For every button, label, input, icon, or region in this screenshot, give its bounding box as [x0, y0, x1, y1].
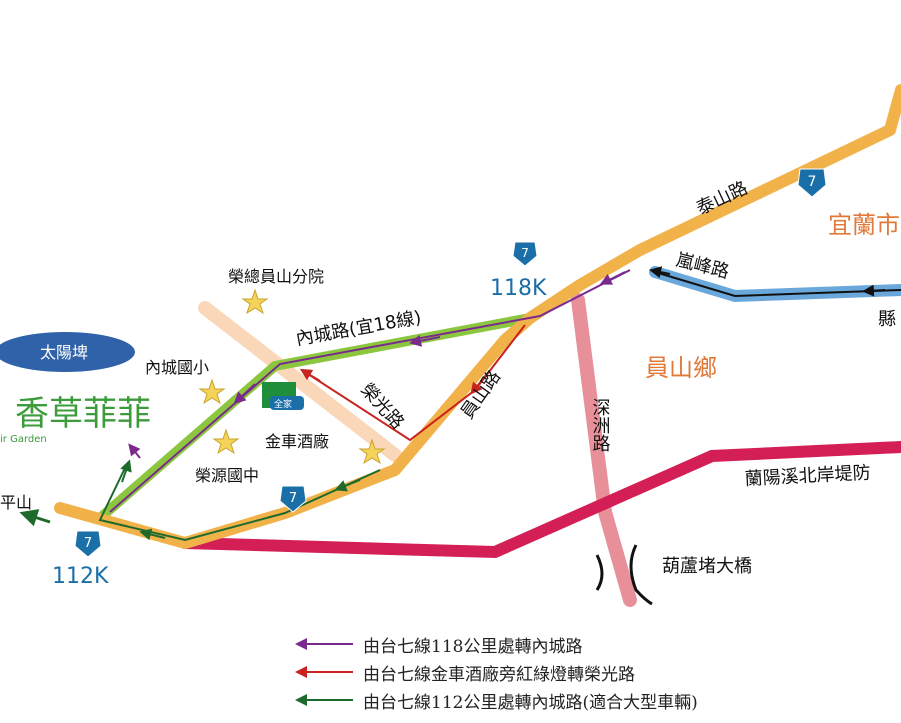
hospital-label: 榮總員山分院 — [228, 267, 324, 286]
legend-label-purple: 由台七線118公里處轉內城路 — [363, 636, 583, 657]
purple-arrow-1 — [599, 271, 626, 285]
marker-118k-label: 118K — [490, 276, 547, 301]
winery-star-icon — [358, 438, 386, 465]
rongyuan-junior-high-label: 榮源國中 — [195, 466, 259, 485]
red-route — [304, 324, 526, 442]
school-star-icon — [198, 378, 226, 405]
marker-112k-label: 112K — [52, 564, 109, 589]
bridge-label: 葫蘆堵大橋 — [662, 556, 752, 577]
svg-text:7: 7 — [84, 536, 92, 551]
svg-text:7: 7 — [808, 174, 817, 190]
route-7-marker-ne: 7 — [797, 168, 827, 198]
legend-label-green: 由台七線112公里處轉內城路(適合大型車輛) — [363, 692, 698, 713]
hospital-star-icon — [241, 288, 269, 315]
legend-label-red: 由台七線金車酒廠旁紅綠燈轉榮光路 — [363, 664, 635, 685]
red-arrow-1 — [470, 374, 487, 395]
pingshan-arrow — [19, 509, 51, 527]
purple-arrow-3 — [233, 383, 256, 405]
bridge-bracket-left — [595, 554, 604, 591]
lanyang-levee-label: 蘭陽溪北岸堤防 — [744, 462, 871, 490]
red-line-icon — [295, 666, 353, 678]
levee-road — [179, 441, 901, 559]
junior-high-star-icon — [212, 428, 240, 455]
hospital-access-road — [198, 301, 402, 462]
bridge-bracket-right — [629, 544, 653, 606]
county-partial-label: 縣 — [878, 309, 896, 330]
green-line-icon — [295, 694, 353, 706]
familymart-badge-blue — [270, 396, 304, 410]
svg-text:7: 7 — [289, 491, 297, 506]
winery-label: 金車酒廠 — [265, 432, 329, 451]
svg-text:7: 7 — [521, 246, 529, 260]
red-arrow-2 — [299, 368, 321, 382]
green-route — [98, 467, 381, 542]
green-arrow-1 — [334, 479, 361, 492]
lanfeng-arrow-2 — [862, 284, 886, 297]
shenzhou-road — [571, 293, 637, 607]
herb-garden-sub: ir Garden — [0, 434, 47, 445]
provincial-highway-7 — [54, 84, 901, 549]
taiyangpi-label: 太陽埤 — [40, 343, 88, 362]
shenzhou-road-label: 深洲路 — [590, 398, 611, 452]
route-legend: 由台七線118公里處轉內城路 由台七線金車酒廠旁紅綠燈轉榮光路 由台七線112公… — [295, 630, 895, 714]
lanfeng-arrow-1 — [649, 266, 671, 279]
purple-line-icon — [295, 638, 353, 650]
legend-item-green: 由台七線112公里處轉內城路(適合大型車輛) — [295, 686, 895, 714]
legend-item-red: 由台七線金車酒廠旁紅綠燈轉榮光路 — [295, 658, 895, 686]
purple-arrow-2 — [409, 334, 441, 347]
green-arrow-2 — [139, 528, 166, 541]
route-7-marker-118k: 7 — [512, 241, 538, 267]
green-arrow-3 — [120, 459, 132, 483]
pingshan-label: 平山 — [0, 493, 32, 512]
taiyangpi-lake — [0, 332, 135, 372]
lanfeng-road-line — [654, 271, 901, 298]
herb-garden-logo: 香草菲菲 — [15, 394, 151, 434]
green-arrow-4 — [128, 443, 141, 459]
legend-item-purple: 由台七線118公里處轉內城路 — [295, 630, 895, 658]
route-7-marker-mid: 7 — [279, 485, 307, 513]
yilan-city-label: 宜蘭市 — [828, 211, 900, 239]
familymart-label: 全家 — [274, 398, 292, 410]
neicheng-elementary-label: 內城國小 — [145, 358, 209, 377]
yuanshan-township-label: 員山鄉 — [645, 354, 717, 382]
route-7-marker-112k: 7 — [74, 530, 102, 558]
